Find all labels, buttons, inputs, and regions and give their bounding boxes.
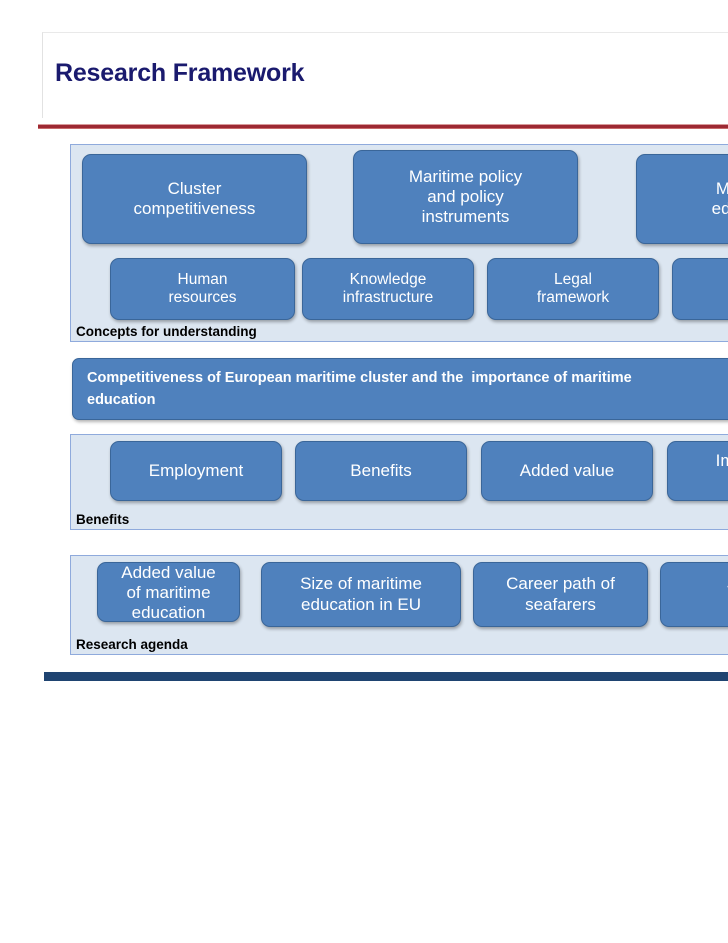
title-underline-rule bbox=[38, 125, 728, 129]
panel-label-research-agenda: Research agenda bbox=[76, 637, 188, 652]
panel-label-benefits: Benefits bbox=[76, 512, 130, 527]
title-area: Research Framework bbox=[42, 32, 728, 118]
footer-bar bbox=[44, 672, 728, 681]
node-maritime-education[interactable]: Maritimeeducation bbox=[636, 154, 728, 244]
node-impact-on-other[interactable]: Impact onother bbox=[667, 441, 728, 501]
title-rule-highlight bbox=[38, 124, 728, 125]
panel-label-concepts: Concepts for understanding bbox=[76, 324, 257, 339]
node-label: Added value bbox=[519, 460, 615, 480]
node-s-truncated[interactable]: S bbox=[672, 258, 728, 320]
node-label: Employment bbox=[148, 460, 244, 480]
node-label: Maritimeeducation bbox=[711, 178, 728, 218]
node-label: Impact onother bbox=[715, 450, 728, 470]
node-added-value[interactable]: Added value bbox=[481, 441, 653, 501]
node-employment[interactable]: Employment bbox=[110, 441, 282, 501]
node-benefits[interactable]: Benefits bbox=[295, 441, 467, 501]
node-label: Benefits bbox=[350, 460, 412, 480]
node-label: Job sand bbox=[661, 574, 728, 614]
statement-text: Competitiveness of European maritime clu… bbox=[87, 370, 632, 408]
page-title: Research Framework bbox=[55, 59, 305, 87]
node-job-satisfaction[interactable]: Job sand bbox=[660, 562, 728, 627]
panel-statement-bar: Competitiveness of European maritime clu… bbox=[72, 358, 728, 420]
node-label: S bbox=[673, 280, 728, 298]
